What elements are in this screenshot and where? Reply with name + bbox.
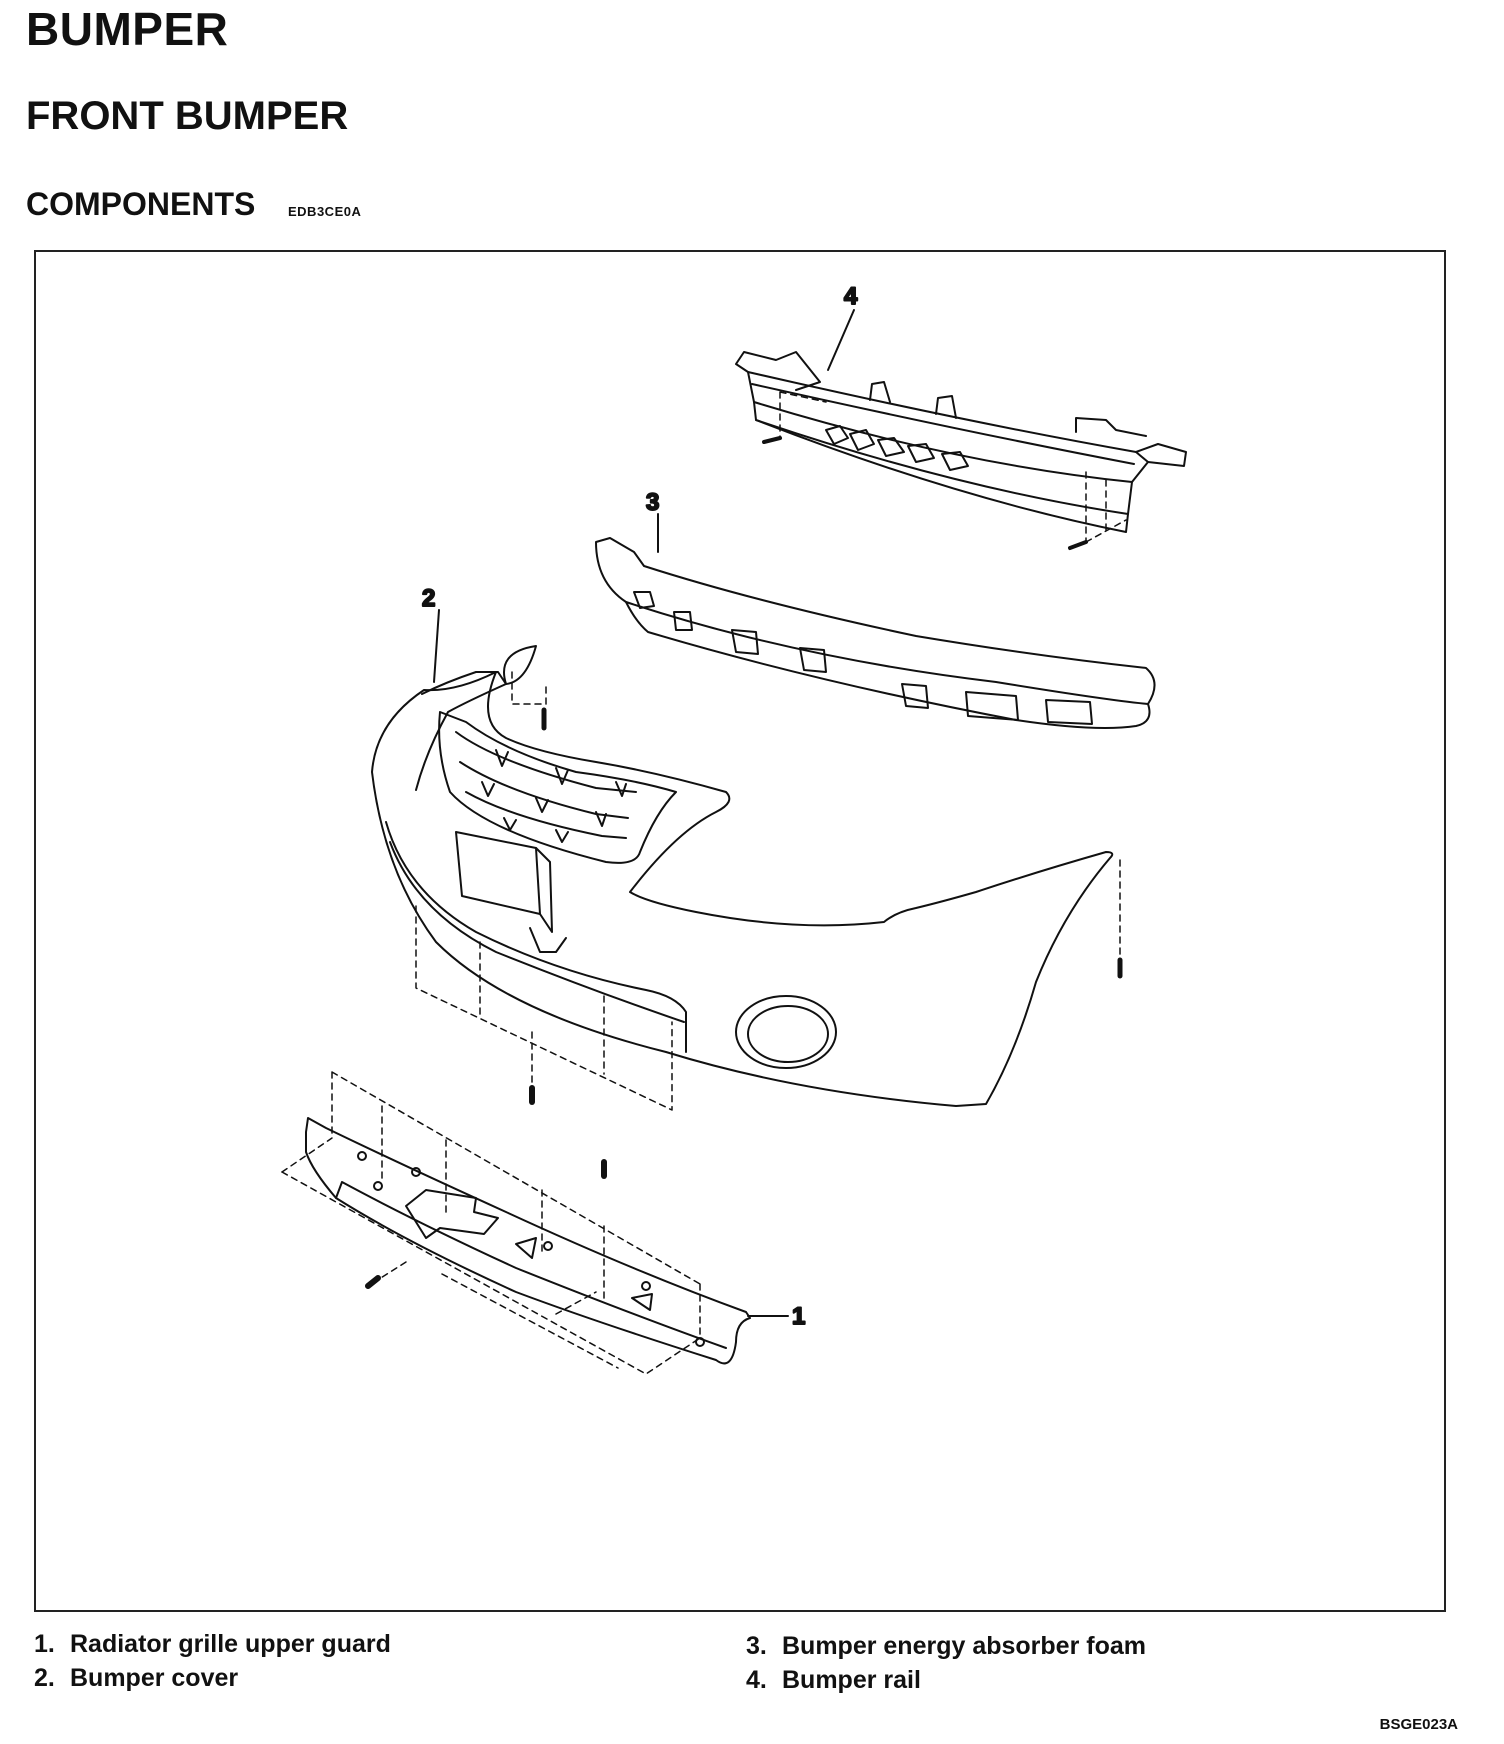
absorber-foam-part: [595, 513, 1156, 729]
callout-2: 2: [422, 585, 435, 612]
callout-3: 3: [646, 489, 659, 516]
page-subtitle: FRONT BUMPER: [26, 94, 349, 138]
legend-item-4: 4.Bumper rail: [746, 1666, 921, 1694]
callout-4: 4: [844, 283, 858, 310]
legend-item-2: 2.Bumper cover: [34, 1664, 239, 1692]
legend-item-3: 3.Bumper energy absorber foam: [746, 1632, 1146, 1660]
section-heading: COMPONENTS: [26, 186, 256, 222]
figure-code: BSGE023A: [1379, 1716, 1458, 1733]
grille-guard-part: [281, 1071, 789, 1375]
bumper-cover-part: [371, 609, 1123, 1111]
legend-item-1: 1.Radiator grille upper guard: [34, 1630, 391, 1658]
page-title: BUMPER: [26, 3, 229, 55]
components-diagram: 4 3: [34, 250, 1446, 1612]
callout-1: 1: [792, 1303, 805, 1330]
section-code: EDB3CE0A: [288, 204, 362, 219]
bumper-rail-part: [735, 309, 1187, 550]
